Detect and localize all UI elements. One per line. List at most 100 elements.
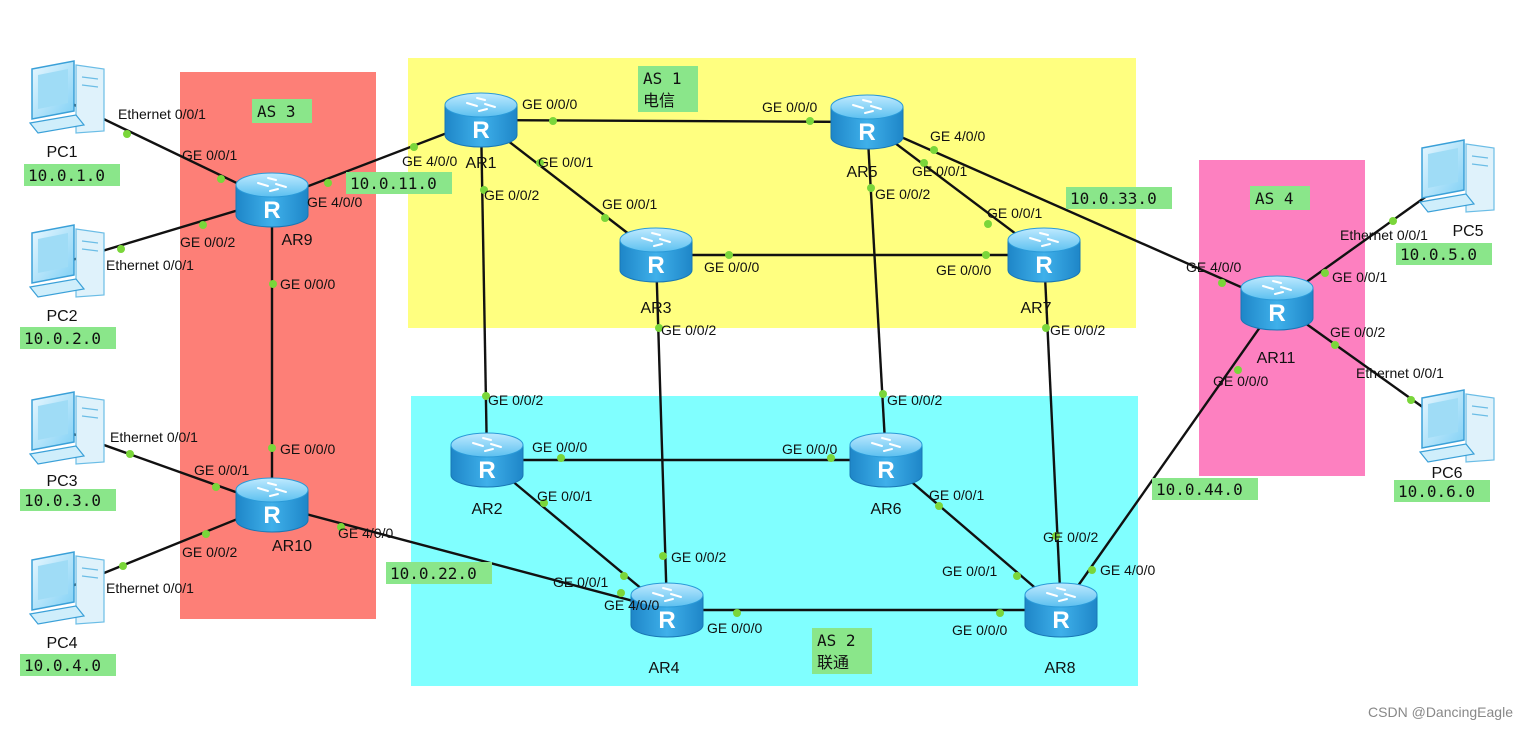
router-icon-ar10[interactable]: R [235,477,309,533]
port-dot [557,454,565,462]
port-label-ar9: GE 0/0/0 [280,276,335,292]
port-label-ar3: GE 0/0/0 [704,259,759,275]
port-label-ar9: GE 0/0/1 [182,147,237,163]
port-dot [480,186,488,194]
pc-icon-pc3[interactable] [28,391,105,465]
port-dot [1331,341,1339,349]
port-label-ar11: GE 0/0/2 [1330,324,1385,340]
router-icon-ar6[interactable]: R [849,432,923,488]
router-icon-ar2[interactable]: R [450,432,524,488]
port-dot [867,184,875,192]
port-label-ar4: GE 0/0/1 [553,574,608,590]
port-label-ar10: GE 0/0/1 [194,462,249,478]
link-ar3-ar4 [654,254,669,611]
pc-net-label-pc2: 10.0.2.0 [24,329,101,348]
port-dot [1407,396,1415,404]
router-icon-ar8[interactable]: R [1024,582,1098,638]
port-dot [920,159,928,167]
port-label-ar4: GE 0/0/0 [707,620,762,636]
port-label-ar9: GE 0/0/2 [180,234,235,250]
pc-icon-pc5[interactable] [1418,139,1495,213]
inter-as-net-label: 10.0.11.0 [350,174,437,193]
pc-icon-pc2[interactable] [28,224,105,298]
area-as3-label-box [252,99,312,123]
area-as1-label: AS 1 [643,69,682,88]
pc-net-box-pc5 [1396,243,1492,265]
port-label-ar1: GE 0/0/1 [538,154,593,170]
port-dot [410,143,418,151]
router-icon-ar11[interactable]: R [1240,275,1314,331]
net-box-2 [1066,187,1172,209]
router-icon-ar9[interactable]: R [235,172,309,228]
area-as3-label: AS 3 [257,102,296,121]
port-dot [324,179,332,187]
port-dot [117,245,125,253]
pc-net-label-pc6: 10.0.6.0 [1398,482,1475,501]
port-dot [119,562,127,570]
pc-icon-pc6[interactable] [1418,389,1495,463]
port-label-ar3: GE 0/0/1 [602,196,657,212]
pc-icon-pc4[interactable] [28,551,105,625]
router-name-ar2: AR2 [471,501,502,518]
router-icon-ar1[interactable]: R [444,92,518,148]
port-dot [199,221,207,229]
area-as4-label-box [1250,186,1310,210]
port-dot [725,251,733,259]
port-label-ar7: GE 0/0/2 [1050,322,1105,338]
port-label-ar10: GE 4/0/0 [338,525,393,541]
port-label-ar1: GE 0/0/0 [522,96,577,112]
router-icon-ar4[interactable]: R [630,582,704,638]
port-label-ar6: GE 0/0/0 [782,441,837,457]
port-dot [126,450,134,458]
port-label-ar10: GE 0/0/0 [280,441,335,457]
pc-name-pc6: PC6 [1431,465,1462,482]
port-label-ar5: GE 4/0/0 [930,128,985,144]
pc-name-pc5: PC5 [1452,223,1483,240]
router-icon-ar3[interactable]: R [619,227,693,283]
port-label-ar8: GE 0/0/1 [942,563,997,579]
port-label-ar1: GE 4/0/0 [402,153,457,169]
port-label-pc3: Ethernet 0/0/1 [110,429,198,445]
port-dot [482,392,490,400]
port-dot [1321,269,1329,277]
router-icon-ar5[interactable]: R [830,94,904,150]
link-ar6-ar8 [885,459,1062,611]
port-dot [1013,572,1021,580]
svg-text:R: R [478,457,495,484]
net-box-1 [386,562,492,584]
router-name-ar10: AR10 [272,538,312,555]
router-name-ar11: AR11 [1257,350,1296,367]
svg-text:R: R [1052,607,1069,634]
svg-text:R: R [263,502,280,529]
port-label-ar11: GE 0/0/0 [1213,373,1268,389]
port-dot [1218,279,1226,287]
port-dot [620,572,628,580]
router-name-ar5: AR5 [846,164,877,181]
svg-text:R: R [472,117,489,144]
pc-net-label-pc5: 10.0.5.0 [1400,245,1477,264]
pc-icon-pc1[interactable] [28,60,105,134]
pc-name-pc2: PC2 [46,308,77,325]
svg-text:R: R [647,252,664,279]
port-label-ar11: GE 0/0/1 [1332,269,1387,285]
router-icon-ar7[interactable]: R [1007,227,1081,283]
port-dot [655,324,663,332]
router-name-ar9: AR9 [281,232,312,249]
link-ar7-ar8 [1042,254,1063,611]
port-label-ar5: GE 0/0/0 [762,99,817,115]
port-dot [1088,566,1096,574]
svg-text:R: R [877,457,894,484]
router-name-ar1: AR1 [465,155,496,172]
link-ar10-ar4 [271,503,668,612]
area-as2-label: AS 2 [817,631,856,650]
svg-text:R: R [263,197,280,224]
port-label-ar2: GE 0/0/0 [532,439,587,455]
svg-text:R: R [1268,300,1285,327]
port-dot [269,280,277,288]
port-label-ar6: GE 0/0/1 [929,487,984,503]
watermark-text: CSDN @DancingEagle [1368,704,1513,720]
port-label-ar8: GE 0/0/0 [952,622,1007,638]
pc-net-box-pc2 [20,327,116,349]
